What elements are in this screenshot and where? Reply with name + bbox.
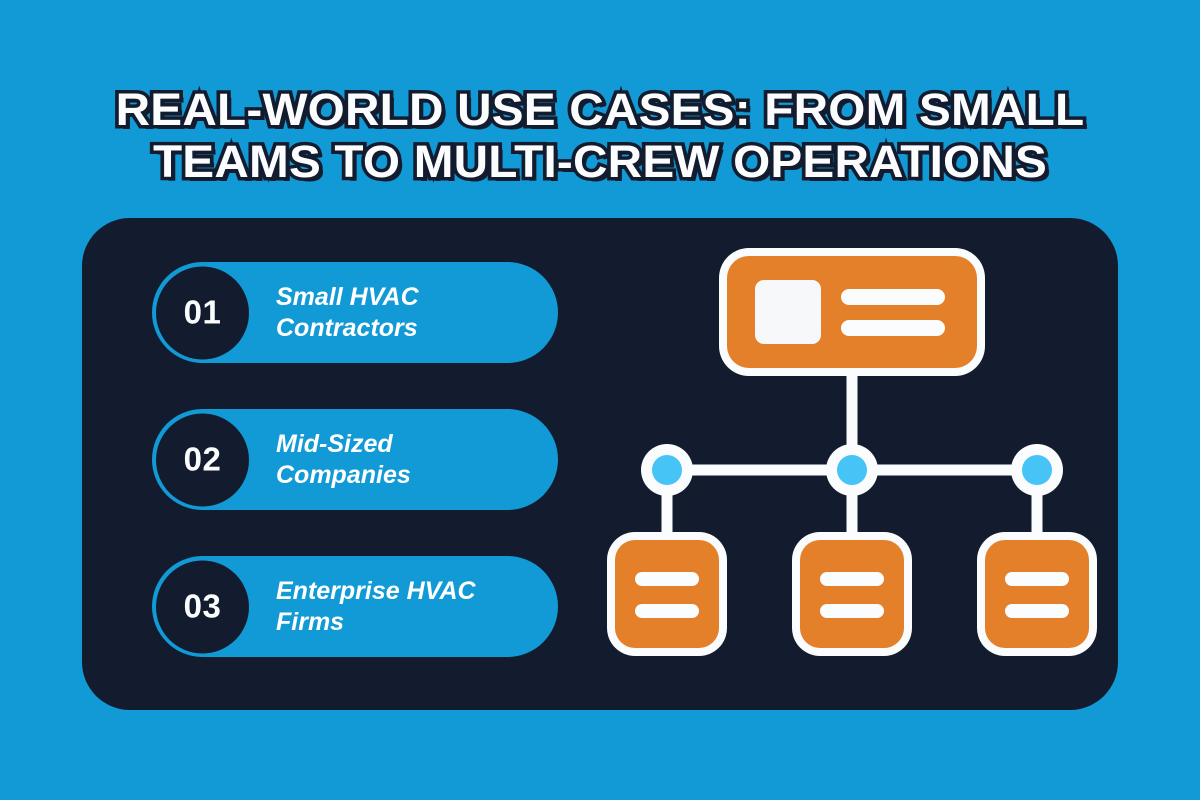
diagram-child-card-right (977, 532, 1097, 656)
hub-node-right (1011, 444, 1063, 496)
list-item[interactable]: 01 Small HVAC Contractors (152, 262, 558, 363)
root-card-thumbnail (755, 280, 821, 344)
child-card-center-text-line-2 (820, 604, 884, 618)
list-item-number: 02 (183, 440, 222, 478)
child-card-right-body (985, 540, 1089, 648)
hub-node-center (826, 444, 878, 496)
child-card-center-text-line-1 (820, 572, 884, 586)
list-item-number-badge: 02 (156, 413, 249, 506)
page-title-line-2: TEAMS TO MULTI-CREW OPERATIONS (149, 133, 1050, 191)
list-item-number: 03 (183, 587, 222, 625)
child-card-left-body (615, 540, 719, 648)
child-card-right-text-line-1 (1005, 572, 1069, 586)
page-title: REAL-WORLD USE CASES: FROM SMALL TEAMS T… (0, 81, 1200, 191)
root-card-text-line-2 (841, 320, 945, 336)
page-title-line-1: REAL-WORLD USE CASES: FROM SMALL (112, 81, 1088, 139)
list-item-number-badge: 03 (156, 560, 249, 653)
list-item-label: Mid-Sized Companies (276, 429, 411, 489)
list-item-label: Enterprise HVAC Firms (276, 576, 476, 636)
list-item[interactable]: 03 Enterprise HVAC Firms (152, 556, 558, 657)
list-item-label: Small HVAC Contractors (276, 282, 419, 342)
hierarchy-diagram-icon (602, 248, 1102, 678)
diagram-hub-nodes (641, 444, 1063, 496)
hub-node-right-dot (1022, 455, 1052, 485)
diagram-child-card-center (792, 532, 912, 656)
use-case-list: 01 Small HVAC Contractors 02 Mid-Sized C… (152, 262, 558, 657)
hub-node-left-dot (652, 455, 682, 485)
content-panel: 01 Small HVAC Contractors 02 Mid-Sized C… (82, 218, 1118, 710)
child-card-right-text-line-2 (1005, 604, 1069, 618)
child-card-left-text-line-1 (635, 572, 699, 586)
root-card-text-line-1 (841, 289, 945, 305)
list-item[interactable]: 02 Mid-Sized Companies (152, 409, 558, 510)
child-card-center-body (800, 540, 904, 648)
list-item-number-badge: 01 (156, 266, 249, 359)
hub-node-left (641, 444, 693, 496)
diagram-root-card (719, 248, 985, 376)
child-card-left-text-line-2 (635, 604, 699, 618)
diagram-child-card-left (607, 532, 727, 656)
hub-node-center-dot (837, 455, 867, 485)
list-item-number: 01 (183, 293, 222, 331)
